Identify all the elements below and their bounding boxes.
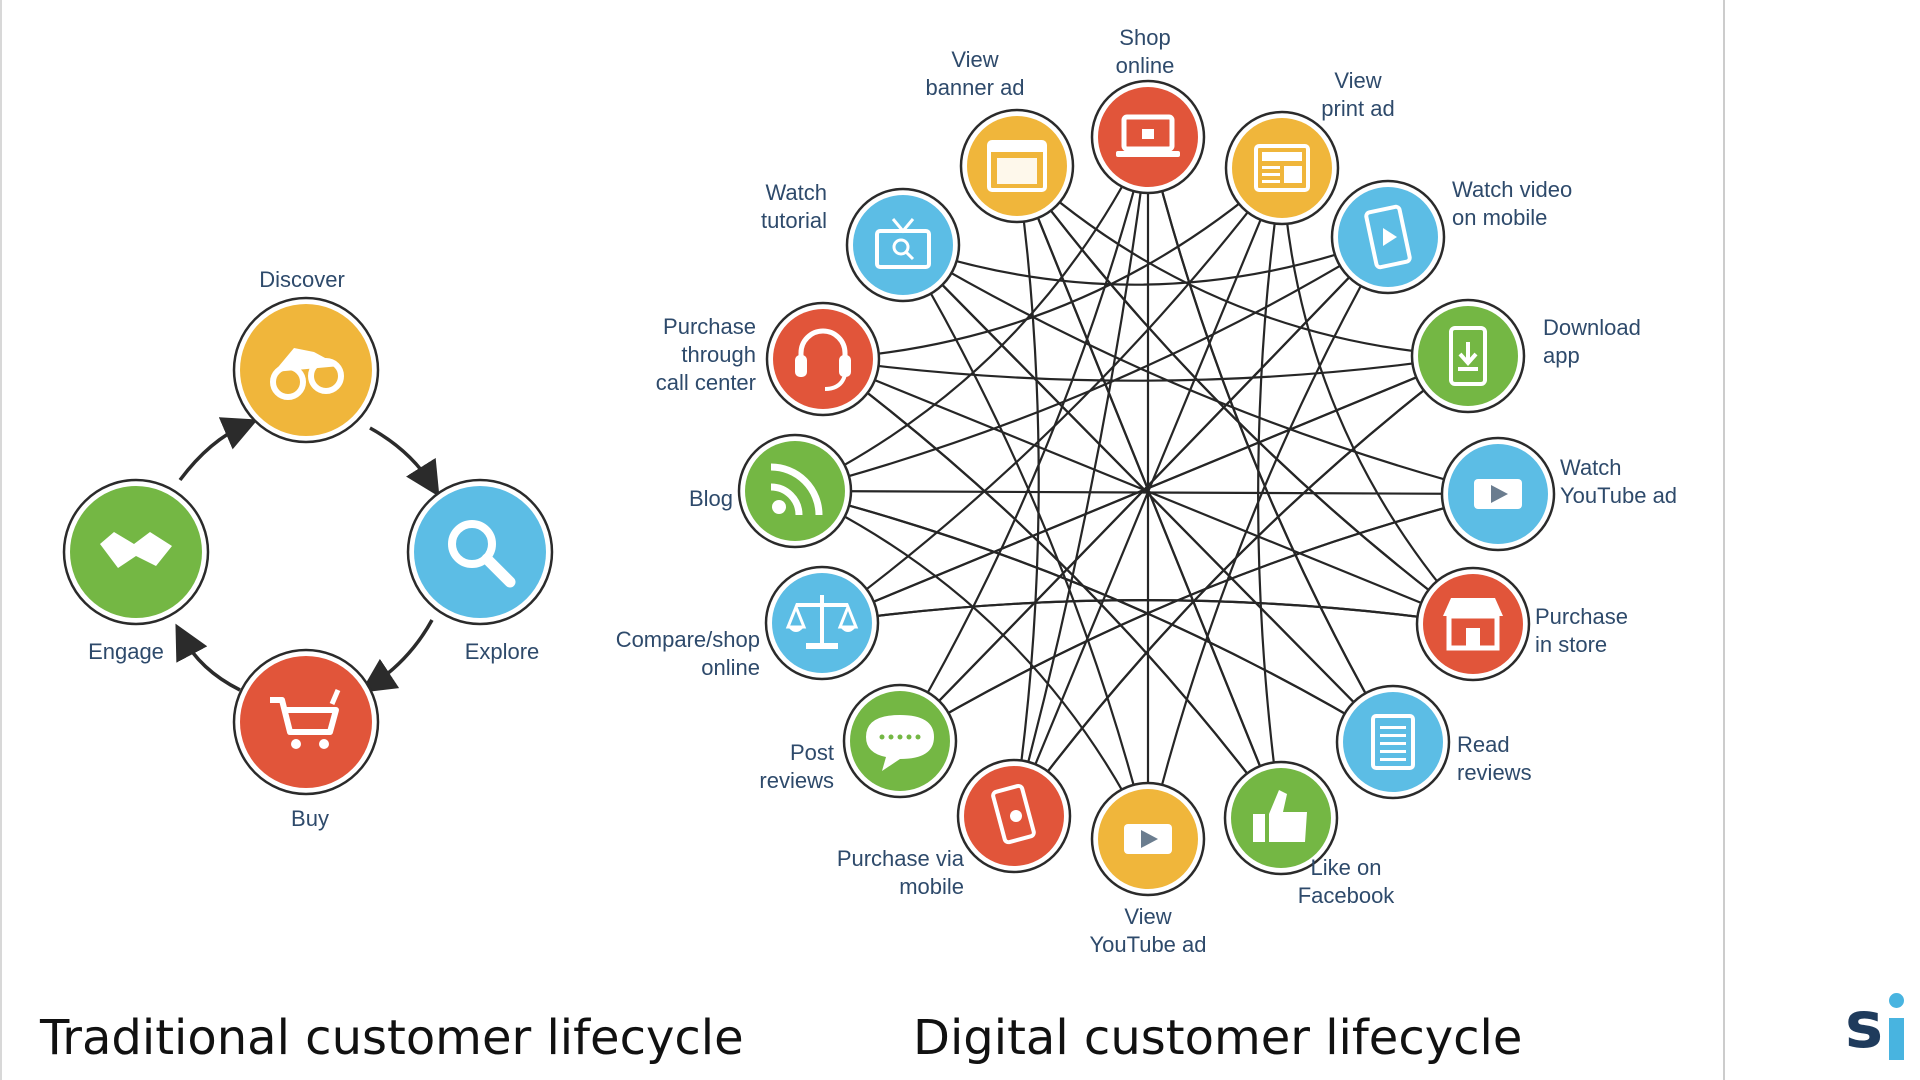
speech-bubble-icon bbox=[866, 715, 934, 771]
connection-line bbox=[1280, 167, 1474, 625]
handshake-icon bbox=[100, 532, 172, 568]
node-label: Buy bbox=[291, 806, 329, 831]
connection-line bbox=[794, 489, 1394, 743]
digital-lifecycle-title: Digital customer lifecycle bbox=[913, 1010, 1523, 1066]
connection-line bbox=[1016, 165, 1474, 625]
connection-line bbox=[1012, 165, 1040, 817]
node-disc bbox=[240, 304, 372, 436]
node-label: Engage bbox=[88, 639, 164, 664]
connection-line bbox=[1146, 236, 1389, 840]
newspaper-icon bbox=[1254, 144, 1310, 192]
play-icon bbox=[1474, 479, 1522, 509]
traditional-lifecycle-title: Traditional customer lifecycle bbox=[40, 1010, 744, 1066]
node-disc bbox=[745, 441, 845, 541]
traditional-node-0: Discover bbox=[232, 267, 380, 444]
connection-line bbox=[902, 244, 1394, 743]
scales-icon bbox=[785, 595, 859, 649]
connection-line bbox=[1016, 165, 1469, 358]
node-disc bbox=[1232, 118, 1332, 218]
traditional-node-2: Buy bbox=[232, 648, 380, 831]
mobile-video-icon bbox=[1364, 204, 1412, 270]
connection-line bbox=[902, 235, 1389, 286]
connection-line bbox=[821, 599, 1474, 626]
node-disc bbox=[240, 656, 372, 788]
node-disc bbox=[1423, 574, 1523, 674]
connection-line bbox=[899, 136, 1150, 742]
tv-icon bbox=[875, 218, 931, 269]
magnifier-icon bbox=[448, 520, 516, 588]
binoculars-icon bbox=[270, 348, 344, 400]
storefront-icon bbox=[1443, 598, 1503, 651]
node-disc bbox=[853, 195, 953, 295]
headset-icon bbox=[795, 328, 851, 391]
node-disc bbox=[773, 309, 873, 409]
connection-line bbox=[1146, 136, 1394, 743]
play-icon bbox=[1124, 824, 1172, 854]
connection-line bbox=[902, 244, 1150, 840]
shopping-cart-icon bbox=[270, 689, 341, 749]
digital-node-12: Blog bbox=[689, 433, 853, 549]
rss-icon bbox=[770, 463, 823, 516]
mobile-touch-icon bbox=[991, 783, 1036, 845]
document-icon bbox=[1371, 714, 1415, 770]
connection-line bbox=[822, 358, 1282, 819]
node-label: Explore bbox=[465, 639, 540, 664]
browser-window-icon bbox=[987, 140, 1047, 192]
connection-line bbox=[794, 236, 1389, 493]
download-app-icon bbox=[1449, 326, 1487, 386]
traditional-node-3: Engage bbox=[62, 478, 210, 664]
connection-line bbox=[902, 244, 1499, 496]
node-label: Blog bbox=[689, 486, 733, 511]
connection-line bbox=[1013, 355, 1469, 817]
traditional-node-1: Explore bbox=[406, 478, 554, 664]
connection-line bbox=[1012, 136, 1150, 817]
node-label: Discover bbox=[259, 267, 345, 292]
traditional-cycle-arrows bbox=[175, 417, 440, 693]
laptop-icon bbox=[1116, 114, 1180, 157]
digital-connection-lines bbox=[794, 136, 1499, 840]
slide-frame bbox=[0, 0, 1725, 1080]
thumbs-up-icon bbox=[1253, 790, 1307, 842]
company-logo: s bbox=[1845, 990, 1910, 1065]
connection-line bbox=[822, 354, 1469, 382]
connection-line bbox=[822, 167, 1283, 361]
node-disc bbox=[414, 486, 546, 618]
connection-line bbox=[1015, 165, 1283, 819]
